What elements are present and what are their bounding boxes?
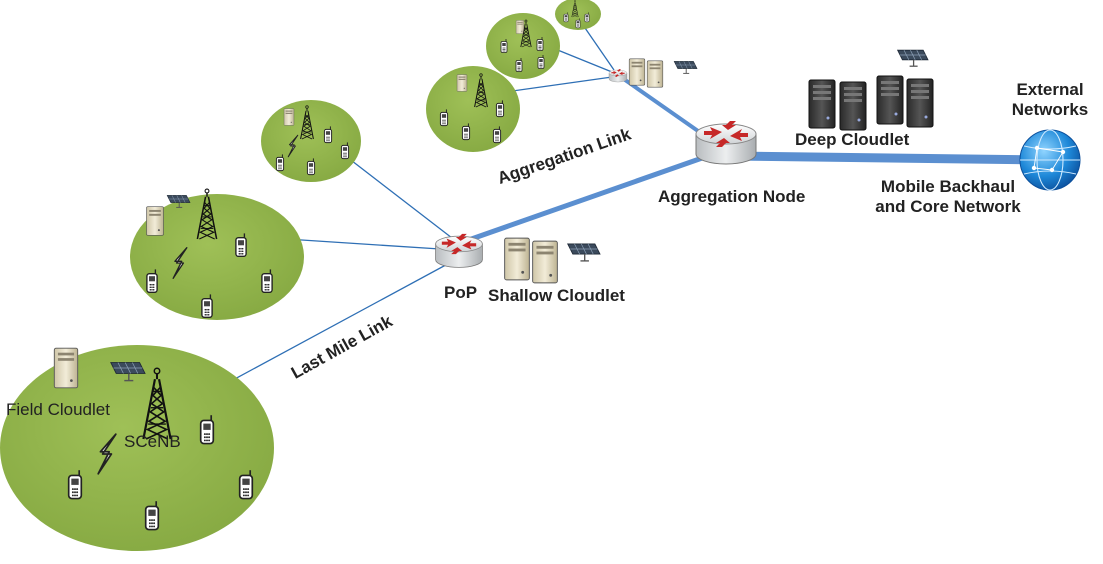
server-icon <box>628 58 664 88</box>
server-icon <box>146 206 164 236</box>
field-cloudlet-server-icon <box>53 347 79 389</box>
cell-small-2 <box>426 66 520 152</box>
router-icon <box>608 68 628 83</box>
deep-cloudlet-label: Deep Cloudlet <box>795 130 910 149</box>
aggregation-router-icon <box>695 120 757 165</box>
cell-small-3 <box>486 13 560 79</box>
globe-icon <box>1019 129 1081 191</box>
deep-cloudlet-server-icon <box>808 75 934 131</box>
server-icon <box>283 108 295 126</box>
solar-panel-icon <box>567 243 601 262</box>
server-icon <box>515 20 525 34</box>
solar-panel-icon <box>896 49 929 67</box>
aggregation-node-label: Aggregation Node <box>658 187 806 206</box>
server-icon <box>456 74 468 92</box>
shallow-cloudlet-server-icon <box>504 237 558 284</box>
cell-small-1 <box>261 100 361 182</box>
external-networks-label: External Networks <box>1011 80 1089 120</box>
pop-label: PoP <box>444 283 478 302</box>
aggregation-link <box>457 147 728 246</box>
scenb-label: SCeNB <box>124 432 181 451</box>
cell-tiny <box>555 0 601 30</box>
field-cloudlet-label: Field Cloudlet <box>6 400 110 419</box>
mobile-backhaul-link <box>725 151 1055 165</box>
cell-large <box>0 345 274 551</box>
pop-router-icon <box>435 233 483 268</box>
shallow-cloudlet-label: Shallow Cloudlet <box>488 286 625 305</box>
cell-medium <box>130 188 304 320</box>
solar-panel-icon <box>673 60 698 74</box>
mobile-backhaul-label: Mobile Backhaul and Core Network <box>875 177 1021 217</box>
